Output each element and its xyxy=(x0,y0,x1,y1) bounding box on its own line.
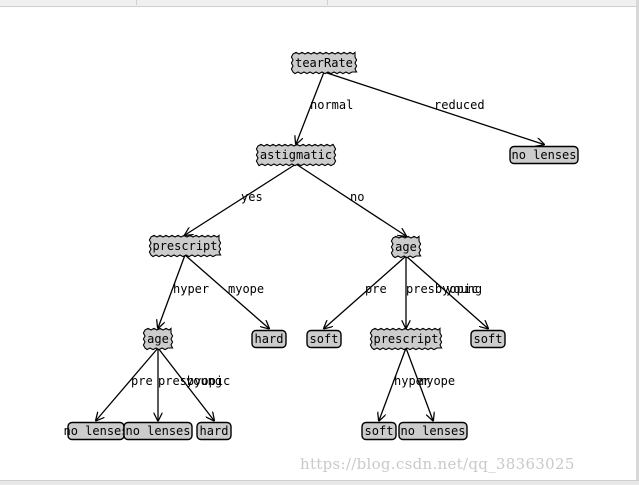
node-label: age xyxy=(147,332,169,346)
node-label: soft xyxy=(310,332,339,346)
edge-label: pre xyxy=(365,282,387,296)
edge-label: myope xyxy=(419,374,455,388)
tree-edge xyxy=(323,71,544,145)
decision-node: astigmatic xyxy=(255,143,337,167)
leaf-node: no lenses xyxy=(509,145,579,165)
leaf-node: hard xyxy=(196,421,232,441)
edge-label: hyper xyxy=(173,282,209,296)
leaf-node-box xyxy=(361,421,397,441)
leaf-node: no lenses xyxy=(123,421,193,441)
decision-node: age xyxy=(142,327,174,351)
node-label: no lenses xyxy=(400,424,465,438)
decision-node-box xyxy=(369,327,443,351)
leaf-node-box xyxy=(251,329,287,349)
node-label: no lenses xyxy=(63,424,128,438)
leaf-node-box xyxy=(398,421,468,441)
decision-node: tearRate xyxy=(290,51,358,75)
edge-label: no xyxy=(350,190,364,204)
node-label: tearRate xyxy=(295,56,353,70)
node-label: no lenses xyxy=(511,148,576,162)
edge-label: reduced xyxy=(434,98,485,112)
top-bar-tab xyxy=(0,0,137,5)
leaf-node-box xyxy=(123,421,193,441)
node-label: hard xyxy=(255,332,284,346)
node-label: age xyxy=(395,240,417,254)
decision-node-box xyxy=(255,143,337,167)
leaf-node: no lenses xyxy=(63,421,129,441)
leaf-node-box xyxy=(509,145,579,165)
decision-node: prescript xyxy=(148,234,222,258)
node-label: hard xyxy=(200,424,229,438)
window-bottom-edge xyxy=(0,480,639,485)
node-label: prescript xyxy=(373,332,438,346)
edge-label: presbyopic xyxy=(158,374,230,388)
top-bar-tab xyxy=(137,0,328,5)
tree-edge xyxy=(96,347,159,421)
node-label: prescript xyxy=(152,239,217,253)
window-right-edge xyxy=(636,0,639,485)
node-label: soft xyxy=(365,424,394,438)
node-label: soft xyxy=(474,332,503,346)
leaf-node: hard xyxy=(251,329,287,349)
edge-label: normal xyxy=(310,98,353,112)
tree-edge xyxy=(324,255,407,329)
decision-node-box xyxy=(142,327,174,351)
edge-label: yes xyxy=(241,190,263,204)
tree-edge xyxy=(295,163,406,236)
leaf-node-box xyxy=(196,421,232,441)
decision-node-box xyxy=(148,234,222,258)
edge-label: presbyopic xyxy=(406,282,478,296)
watermark-text: https://blog.csdn.net/qq_38363025 xyxy=(300,455,575,473)
edge-label: hyper xyxy=(394,374,430,388)
tree-edge xyxy=(158,254,186,328)
edge-label: pre xyxy=(131,374,153,388)
decision-node-box xyxy=(390,235,422,259)
leaf-node: soft xyxy=(361,421,397,441)
decision-node: prescript xyxy=(369,327,443,351)
tree-edge xyxy=(405,255,488,329)
tree-edge xyxy=(184,254,269,329)
decision-node-box xyxy=(290,51,358,75)
edge-label: myope xyxy=(228,282,264,296)
node-label: astigmatic xyxy=(260,148,332,162)
edge-label: young xyxy=(186,374,222,388)
tree-edge xyxy=(157,347,214,421)
leaf-node: soft xyxy=(306,329,342,349)
node-label: no lenses xyxy=(125,424,190,438)
window-top-bar xyxy=(0,0,639,7)
leaf-node-box xyxy=(306,329,342,349)
tree-edge xyxy=(405,347,433,421)
nodes-layer: tearRate astigmatic no lenses prescript age a… xyxy=(63,51,579,441)
leaf-node: no lenses xyxy=(398,421,468,441)
tree-edge xyxy=(185,163,297,235)
leaf-node: soft xyxy=(470,329,506,349)
edge-label: young xyxy=(446,282,482,296)
tree-edge xyxy=(296,71,325,144)
leaf-node-box xyxy=(470,329,506,349)
decision-node: age xyxy=(390,235,422,259)
tree-edge xyxy=(379,347,407,421)
